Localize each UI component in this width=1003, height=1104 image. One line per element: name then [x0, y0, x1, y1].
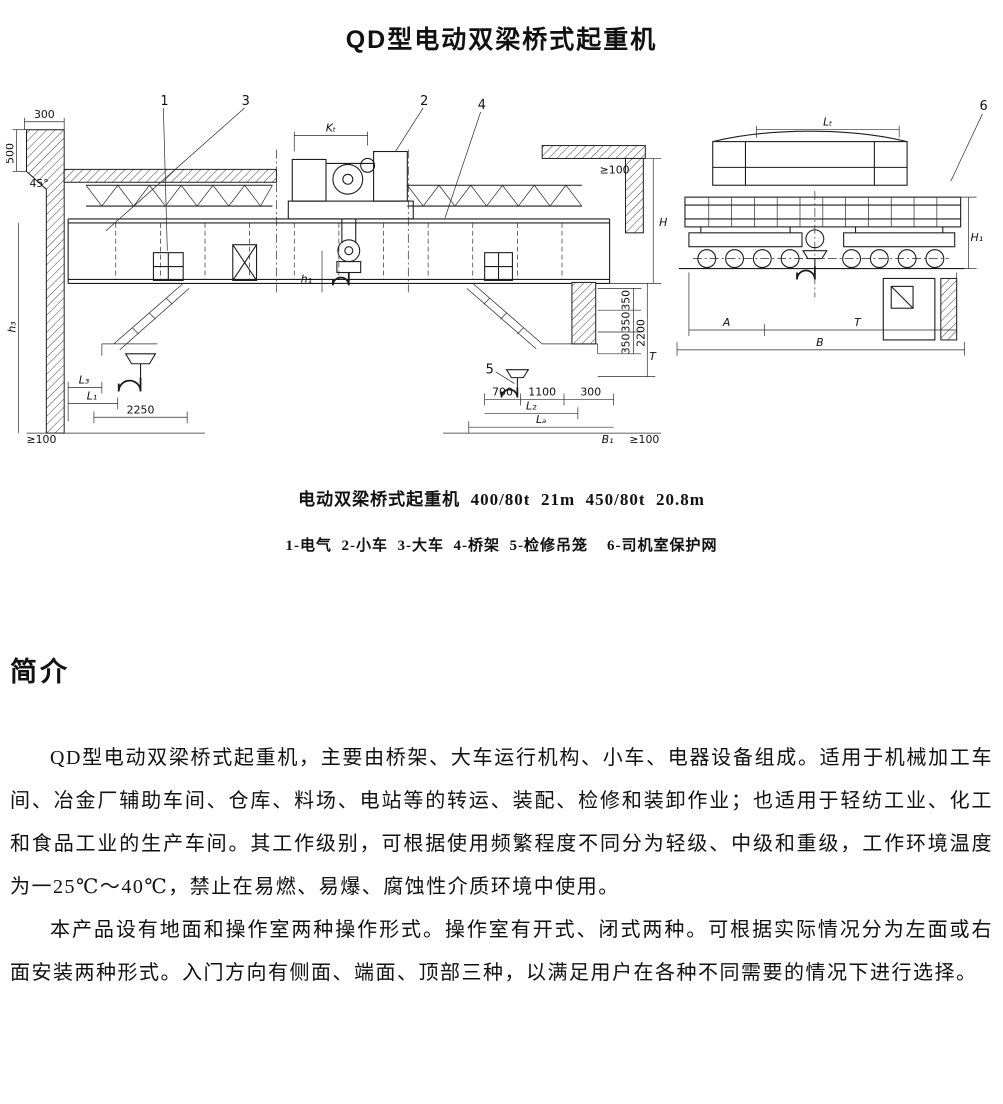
dim-300b-label: 300	[580, 385, 601, 398]
figure-caption: 电动双梁桥式起重机 400/80t 21m 450/80t 20.8m	[298, 490, 705, 509]
dim-h3-label: h₃	[6, 321, 19, 333]
dim-350-label-3: 350	[619, 333, 632, 354]
roof-truss-right	[407, 184, 583, 207]
dim-ge100-roof-label: ≥100	[600, 163, 630, 176]
dim-H1-label: H₁	[971, 231, 984, 244]
cab-protection-net	[940, 277, 958, 341]
walkway-stair-left	[101, 283, 190, 356]
dim-2200-label: 2200	[634, 319, 647, 347]
crane-technical-drawing: 300 500 45° h₃ Kₜ ≥100 h₁ H 2200 350 350…	[6, 94, 988, 446]
right-wall-section	[624, 157, 644, 234]
girder-cross-section	[684, 196, 962, 228]
hook-end-view	[796, 191, 828, 298]
end-carriages	[688, 226, 956, 248]
dim-700-label: 700	[492, 385, 513, 398]
dim-LT-label: Lₜ	[823, 116, 832, 129]
front-elevation-view: 300 500 45° h₃ Kₜ ≥100 h₁ H 2200 350 350…	[6, 94, 667, 446]
dim-A-label: A	[722, 316, 730, 329]
roof-slab-left	[63, 168, 277, 183]
dimension-lines-end	[676, 113, 983, 356]
driver-cab	[882, 277, 936, 341]
callout-4: 4	[478, 98, 486, 113]
dim-45deg-label: 45°	[29, 177, 48, 190]
dim-L1-label: L₁	[87, 389, 97, 402]
callout-3: 3	[242, 94, 250, 109]
figure-legend: 1-电气 2-小车 3-大车 4-桥架 5-检修吊笼 6-司机室保护网	[285, 538, 718, 554]
dim-h1-label: h₁	[301, 272, 312, 285]
crane-wheels	[679, 249, 965, 270]
callout-6: 6	[979, 99, 987, 114]
dim-500-label: 500	[6, 143, 17, 164]
end-view: Lₜ A T B H₁ 6	[676, 99, 988, 356]
roof-slab-right	[541, 145, 646, 159]
page-title: QD型电动双梁桥式起重机	[345, 26, 658, 54]
callout-2: 2	[420, 94, 428, 109]
main-hook	[117, 353, 157, 392]
dim-2250-label: 2250	[127, 403, 155, 416]
dim-LA-label: Lₐ	[536, 413, 546, 426]
dim-ge100-br-label: ≥100	[629, 433, 659, 446]
dim-kt-label: Kₜ	[326, 122, 336, 135]
dim-350-label-1: 350	[619, 290, 632, 311]
left-wall-section	[26, 129, 65, 434]
trolley-end-view	[712, 130, 908, 186]
dim-1100-label: 1100	[528, 385, 556, 398]
dim-ge100-bl-label: ≥100	[27, 433, 57, 446]
crane-figure: 300 500 45° h₃ Kₜ ≥100 h₁ H 2200 350 350…	[6, 94, 997, 555]
dim-H-label: H	[659, 216, 667, 229]
intro-paragraph-1: QD型电动双梁桥式起重机，主要由桥架、大车运行机构、小车、电器设备组成。适用于机…	[10, 747, 993, 898]
dim-300-label: 300	[34, 108, 55, 121]
dim-L3-label: L₃	[79, 374, 90, 387]
section-heading-intro: 简介	[10, 657, 70, 687]
hook-block-center	[332, 218, 362, 286]
maintenance-cage	[571, 281, 597, 345]
dim-T-elev-label: T	[649, 350, 657, 363]
bridge-girder	[67, 218, 611, 284]
trolley	[287, 150, 414, 220]
dim-B-label: B	[816, 336, 823, 349]
roof-truss-left	[85, 184, 273, 207]
dim-L2-label: L₂	[526, 399, 537, 412]
dim-T-label: T	[854, 316, 862, 329]
dimension-lines-front	[12, 117, 662, 434]
electrical-boxes-right	[484, 252, 513, 281]
dim-B1-label: B₁	[602, 433, 614, 446]
dim-350-label-2: 350	[619, 312, 632, 333]
callout-1: 1	[160, 94, 168, 109]
callout-leaders-front	[105, 107, 515, 384]
electrical-boxes-left	[152, 244, 258, 281]
callout-5: 5	[486, 363, 494, 378]
intro-paragraph-2: 本产品设有地面和操作室两种操作形式。操作室有开式、闭式两种。可根据实际情况分为左…	[10, 919, 993, 984]
aux-hook	[500, 369, 530, 398]
